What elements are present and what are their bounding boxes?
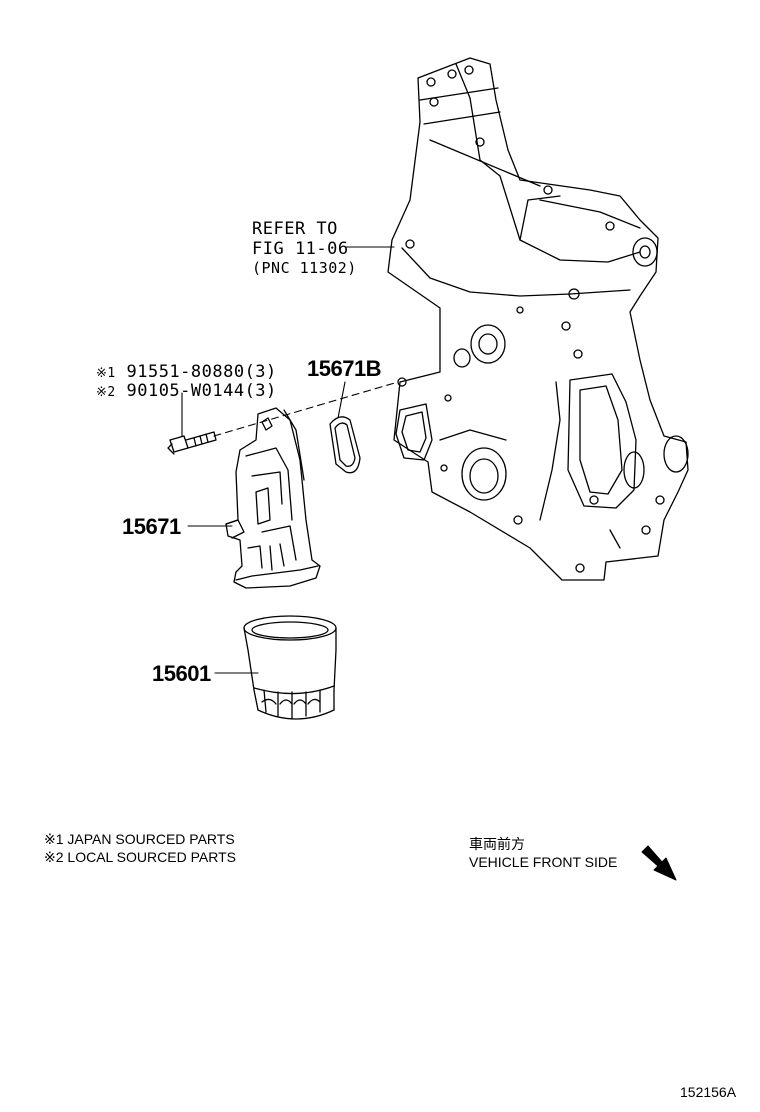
gasket-illustration (329, 416, 361, 474)
refer-pnc-label: (PNC 11302) (252, 259, 357, 277)
figure-id: 152156A (680, 1084, 737, 1100)
filter-callout: 15601 (152, 661, 211, 686)
bolt-illustration (167, 431, 217, 455)
bolt-part-2-mark: ※2 (96, 385, 116, 400)
note-local-sourced: ※2 LOCAL SOURCED PARTS (44, 849, 236, 865)
oil-filter-illustration (243, 615, 337, 720)
note-japan-sourced: ※1 JAPAN SOURCED PARTS (44, 831, 235, 847)
bracket-callout: 15671 (122, 514, 181, 539)
bolt-part-1-mark: ※1 (96, 366, 116, 381)
bolt-part-2: ※2 90105-W0144(3) (96, 381, 277, 401)
vehicle-front-label: VEHICLE FRONT SIDE (469, 854, 618, 870)
refer-fig-label: FIG 11-06 (252, 239, 349, 259)
gasket-callout: 15671B (307, 356, 382, 381)
vehicle-front-jp-label: 車両前方 (469, 836, 525, 852)
leader-lines (181, 246, 399, 674)
refer-to-label: REFER TO (252, 219, 338, 239)
bolt-part-1-number: 91551-80880(3) (126, 362, 277, 382)
bolt-part-2-number: 90105-W0144(3) (126, 381, 277, 401)
arrow-down-right-icon (641, 845, 677, 881)
filter-bracket-illustration (225, 407, 321, 589)
bolt-part-1: ※1 91551-80880(3) (96, 362, 277, 382)
timing-cover-illustration (387, 57, 689, 581)
